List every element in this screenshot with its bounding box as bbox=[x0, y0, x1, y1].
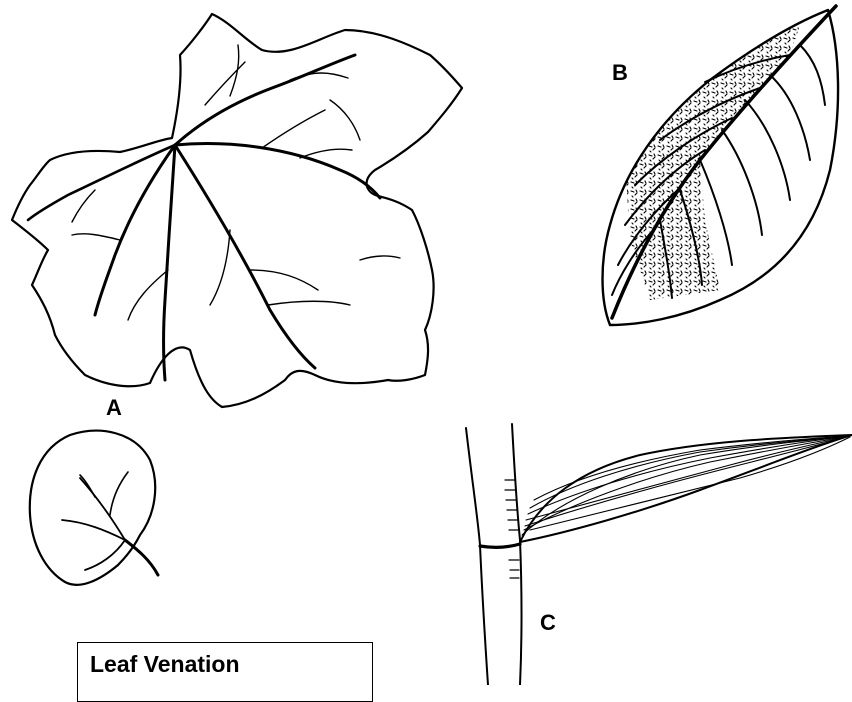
palmate-branch bbox=[72, 190, 95, 222]
palmate-vein-lower bbox=[175, 145, 315, 368]
blade-vein bbox=[525, 436, 850, 526]
small-round-leaf bbox=[30, 431, 158, 585]
palmate-vein-right bbox=[175, 144, 380, 198]
round-leaf-vein bbox=[110, 472, 128, 515]
palmate-branch bbox=[330, 100, 360, 140]
caption-box: Leaf Venation bbox=[77, 642, 373, 702]
blade-vein bbox=[528, 436, 850, 514]
palmate-branch bbox=[230, 45, 239, 96]
palmate-branch bbox=[360, 256, 400, 260]
stem-right-edge bbox=[512, 424, 522, 685]
blade-vein bbox=[530, 437, 850, 530]
round-leaf-petiole bbox=[125, 540, 158, 575]
palmate-branch bbox=[268, 301, 350, 305]
palmate-vein-far-left bbox=[28, 145, 175, 220]
label-c: C bbox=[540, 610, 556, 636]
round-leaf-vein bbox=[80, 475, 95, 497]
pinnate-vein bbox=[800, 45, 825, 105]
pinnate-leaf bbox=[600, 6, 838, 325]
palmate-branch bbox=[250, 270, 318, 290]
palmate-branch bbox=[72, 234, 120, 240]
palmate-branch bbox=[128, 270, 168, 320]
round-leaf-outline bbox=[30, 431, 155, 585]
label-a: A bbox=[106, 395, 122, 421]
venation-diagram bbox=[0, 0, 852, 685]
parallel-leaf bbox=[466, 424, 852, 685]
palmate-vein-upper bbox=[175, 55, 355, 145]
pinnate-vein bbox=[745, 100, 790, 200]
palmate-vein-down bbox=[164, 145, 176, 380]
pinnate-vein bbox=[770, 75, 810, 160]
palmate-branch bbox=[262, 110, 325, 148]
pinnate-vein bbox=[722, 130, 762, 235]
round-leaf-vein bbox=[62, 520, 125, 540]
palmate-branch bbox=[205, 62, 245, 105]
stem-node bbox=[480, 544, 520, 547]
caption-title: Leaf Venation bbox=[90, 651, 240, 678]
palmate-branch bbox=[210, 230, 230, 305]
label-b: B bbox=[612, 60, 628, 86]
stem-left-edge bbox=[466, 428, 488, 685]
palmate-vein-left bbox=[95, 145, 175, 315]
palmate-leaf bbox=[12, 14, 462, 407]
